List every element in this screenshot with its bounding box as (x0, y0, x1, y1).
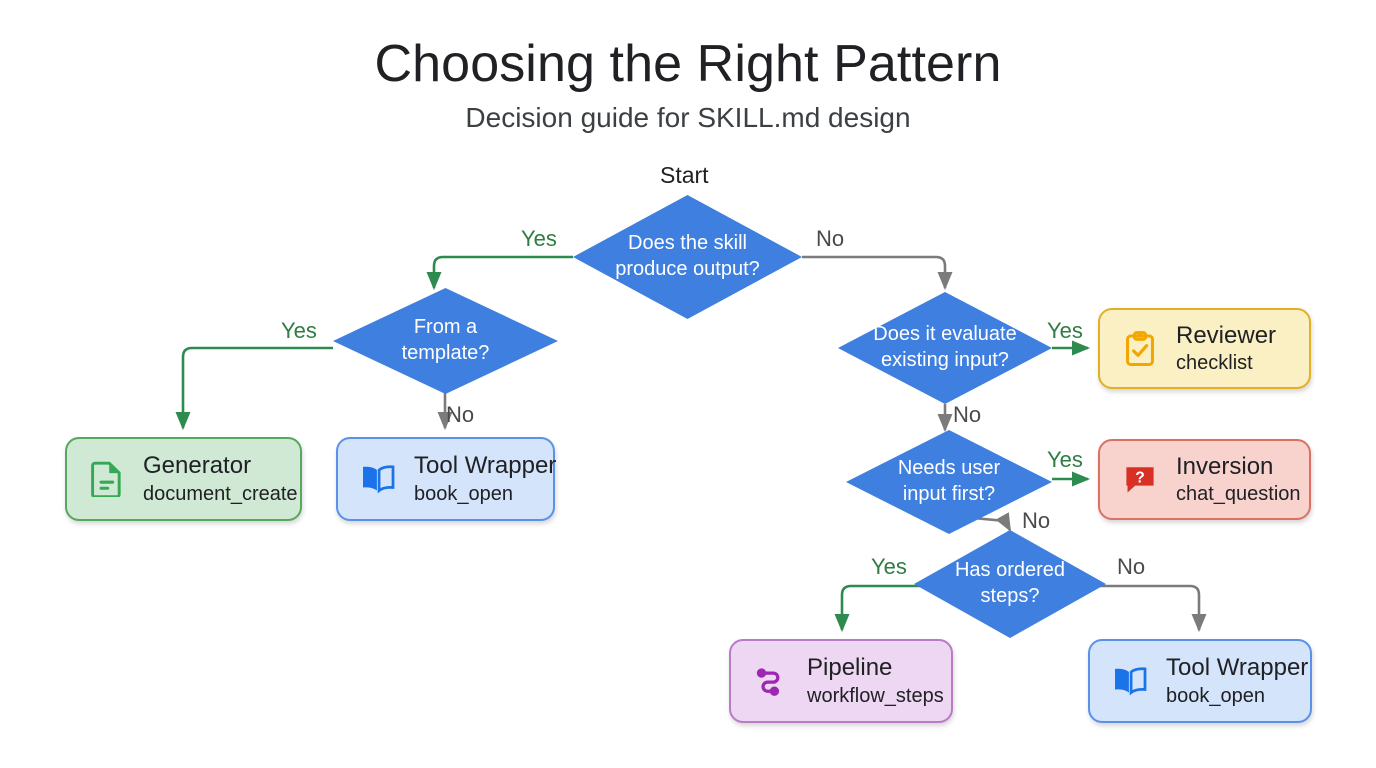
edge-label-d3-yes: Yes (1047, 318, 1083, 343)
decision-line2: input first? (902, 483, 996, 505)
node-title: Tool Wrapper (1166, 654, 1309, 682)
decision-line2: steps? (980, 585, 1040, 607)
node-labels: Reviewer checklist (1176, 322, 1276, 376)
edge-label-d3-no: No (953, 402, 982, 427)
decision-from-template[interactable]: From a template? (333, 288, 558, 394)
node-labels: Tool Wrapper book_open (414, 452, 556, 506)
decision-text: Does the skill produce output? (615, 231, 760, 282)
edge-label-d4-no: No (1022, 508, 1051, 533)
decision-line1: Has ordered (954, 559, 1066, 582)
node-title: Inversion (1176, 452, 1274, 480)
decision-text: From a template? (402, 315, 490, 366)
node-labels: Inversion chat_question (1176, 453, 1301, 507)
decision-text: Does it evaluate existing input? (873, 322, 1016, 373)
workflow-icon (749, 659, 793, 703)
page-subtitle: Decision guide for SKILL.md design (465, 102, 911, 133)
edge-d1-no (802, 255, 953, 291)
node-inversion[interactable]: ? Inversion chat_question (1098, 439, 1311, 520)
decision-evaluate-input[interactable]: Does it evaluate existing input? (838, 292, 1052, 404)
decision-line1: Does it evaluate (873, 323, 1017, 346)
start-label: Start (660, 162, 709, 188)
edge-label-d1-no: No (816, 226, 845, 251)
node-title: Tool Wrapper (414, 452, 557, 480)
decision-line1: From a (413, 316, 478, 339)
node-tool-wrapper-right[interactable]: Tool Wrapper book_open (1088, 639, 1312, 723)
decision-produce-output[interactable]: Does the skill produce output? (573, 195, 802, 319)
book-open-icon (356, 457, 400, 501)
decision-text: Needs user input first? (898, 456, 1000, 507)
node-labels: Tool Wrapper book_open (1166, 654, 1308, 708)
chat-question-icon: ? (1118, 458, 1162, 502)
edge-label-d2-no: No (446, 402, 475, 427)
node-title: Pipeline (807, 654, 893, 682)
decision-text: Has ordered steps? (955, 558, 1065, 609)
node-subtitle: chat_question (1176, 483, 1301, 506)
node-subtitle: checklist (1176, 352, 1253, 375)
node-reviewer[interactable]: Reviewer checklist (1098, 308, 1311, 389)
decision-line1: Does the skill (628, 232, 747, 255)
edge-d2-yes (175, 346, 333, 431)
node-subtitle: workflow_steps (807, 684, 944, 707)
decision-line2: produce output? (615, 258, 760, 280)
edge-label-d2-yes: Yes (281, 318, 317, 343)
svg-text:?: ? (1135, 469, 1145, 486)
edge-d1-yes (426, 255, 573, 291)
document-icon (85, 457, 129, 501)
decision-needs-user-input[interactable]: Needs user input first? (846, 430, 1052, 534)
edge-label-d4-yes: Yes (1047, 447, 1083, 472)
node-generator[interactable]: Generator document_create (65, 437, 302, 521)
decision-line1: Needs user (897, 457, 1001, 480)
decision-has-ordered-steps[interactable]: Has ordered steps? (914, 530, 1106, 638)
edge-d5-no (1092, 584, 1207, 633)
edge-label-d1-yes: Yes (521, 226, 557, 251)
node-title: Generator (143, 452, 252, 480)
decision-line2: existing input? (881, 349, 1009, 371)
node-labels: Generator document_create (143, 452, 298, 506)
node-subtitle: book_open (414, 482, 513, 505)
node-subtitle: document_create (143, 482, 298, 505)
decision-line2: template? (401, 342, 490, 364)
clipboard-check-icon (1118, 327, 1162, 371)
node-title: Reviewer (1176, 321, 1277, 349)
node-pipeline[interactable]: Pipeline workflow_steps (729, 639, 953, 723)
edge-label-d5-yes: Yes (871, 554, 907, 579)
page-title: Choosing the Right Pattern (374, 35, 1002, 93)
node-subtitle: book_open (1166, 684, 1265, 707)
edge-label-d5-no: No (1117, 554, 1146, 579)
node-tool-wrapper-left[interactable]: Tool Wrapper book_open (336, 437, 556, 521)
node-labels: Pipeline workflow_steps (807, 654, 944, 708)
book-open-icon (1108, 659, 1152, 703)
